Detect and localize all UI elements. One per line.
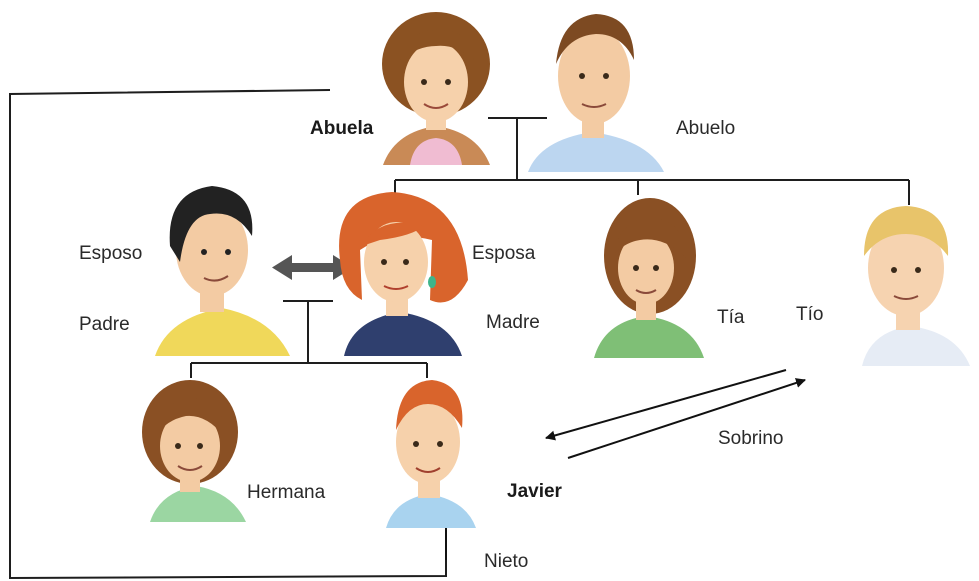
madre-portrait: [339, 192, 468, 356]
label-sobrino: Sobrino: [718, 428, 784, 449]
label-hermana: Hermana: [247, 482, 326, 503]
label-madre: Madre: [486, 312, 540, 333]
arrow-javier-to-tio: [567, 378, 806, 459]
label-abuelo: Abuelo: [676, 118, 736, 139]
hermana-portrait: [142, 380, 246, 522]
padre-portrait: [155, 186, 290, 356]
abuela-portrait: [382, 12, 490, 165]
label-javier: Javier: [507, 481, 562, 502]
arrow-tio-to-javier: [545, 369, 787, 441]
label-abuela: Abuela: [310, 118, 374, 139]
label-padre: Padre: [79, 314, 130, 335]
tio-portrait: [862, 206, 970, 366]
label-tia: Tía: [717, 307, 745, 328]
tia-portrait: [594, 198, 704, 358]
label-esposo: Esposo: [79, 243, 143, 264]
label-tio: Tío: [796, 304, 824, 325]
label-nieto: Nieto: [484, 551, 529, 572]
javier-portrait: [386, 380, 476, 528]
abuelo-portrait: [528, 14, 664, 172]
label-esposa: Esposa: [472, 243, 536, 264]
